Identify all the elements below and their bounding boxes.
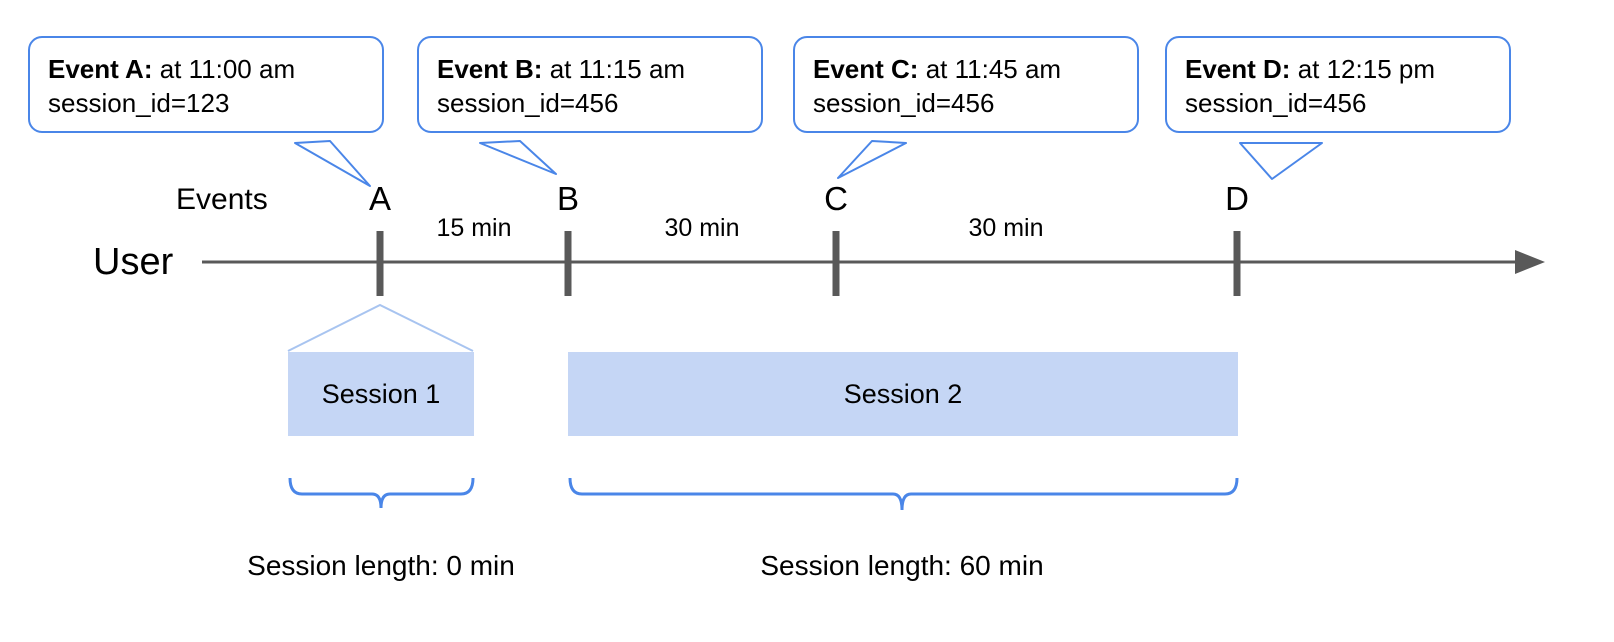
session1-brace xyxy=(288,477,475,509)
session1-funnel xyxy=(287,303,474,352)
callout-event-b-session-id: session_id=456 xyxy=(437,88,619,119)
marker-label-d: D xyxy=(1225,180,1249,217)
callout-event-d: Event D: at 12:15 pm session_id=456 xyxy=(1165,36,1511,133)
session-bar-2: Session 2 xyxy=(568,352,1238,436)
session-length-label-2: Session length: 60 min xyxy=(760,550,1044,581)
callout-event-c-session-id: session_id=456 xyxy=(813,88,995,119)
callout-event-a: Event A: at 11:00 am session_id=123 xyxy=(28,36,384,133)
session-bar-1: Session 1 xyxy=(288,352,474,436)
callout-tail-d xyxy=(1239,142,1323,180)
interval-label-c-d: 30 min xyxy=(968,214,1044,242)
callout-event-a-title: Event A: xyxy=(48,54,153,84)
callout-event-d-session-id: session_id=456 xyxy=(1185,88,1367,119)
session-length-label-1: Session length: 0 min xyxy=(247,550,515,581)
callout-event-c-time: at 11:45 am xyxy=(918,54,1062,84)
callout-event-a-session-id: session_id=123 xyxy=(48,88,230,119)
callout-event-c-title: Event C: xyxy=(813,54,919,84)
interval-label-a-b: 15 min xyxy=(436,214,512,242)
callout-event-d-time: at 12:15 pm xyxy=(1290,54,1436,84)
marker-label-c: C xyxy=(824,180,848,217)
lane-label-user: User xyxy=(93,241,174,283)
callout-event-a-time: at 11:00 am xyxy=(152,54,296,84)
session-bar-1-label: Session 1 xyxy=(321,378,441,409)
callout-event-c: Event C: at 11:45 am session_id=456 xyxy=(793,36,1139,133)
callout-event-b: Event B: at 11:15 am session_id=456 xyxy=(417,36,763,133)
callout-event-b-title: Event B: xyxy=(437,54,543,84)
session-bar-2-label: Session 2 xyxy=(843,378,963,409)
callout-event-d-title: Event D: xyxy=(1185,54,1291,84)
callout-tail-b xyxy=(479,140,557,175)
callout-event-b-time: at 11:15 am xyxy=(542,54,686,84)
session2-brace xyxy=(568,477,1239,511)
interval-label-b-c: 30 min xyxy=(664,214,740,242)
marker-label-b: B xyxy=(556,180,579,217)
lane-label-events: Events xyxy=(176,183,268,216)
callout-tail-c xyxy=(837,140,907,179)
marker-label-a: A xyxy=(368,180,391,217)
